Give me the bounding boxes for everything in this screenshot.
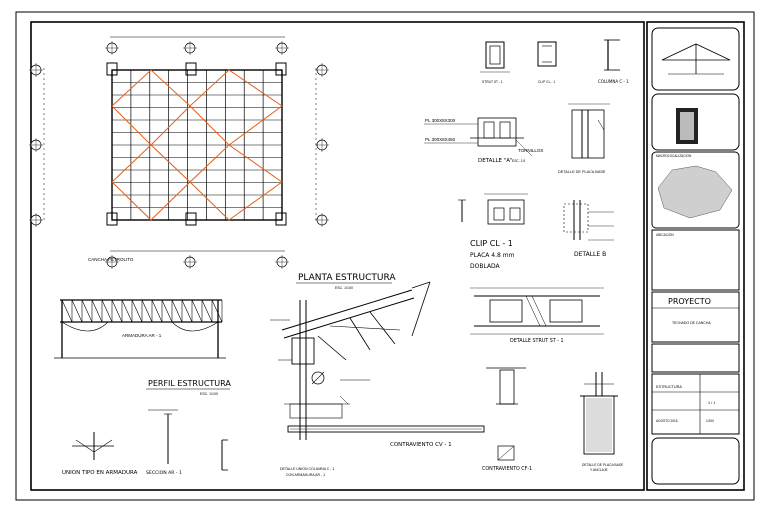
- project-name: TECHADO DE CANCHA: [672, 321, 711, 325]
- title-block-frame: [646, 21, 745, 491]
- strut-detail-label: DETALLE STRUT ST - 1: [510, 338, 564, 344]
- plan-columns: [106, 62, 287, 226]
- small-profile: [221, 439, 228, 471]
- section-ar-label: SECCION AR - 1: [146, 470, 182, 476]
- macro-location-label: MACROLOCALIZACION: [656, 154, 692, 158]
- plan-caption: CANCHA PETROLITO: [88, 257, 134, 262]
- column-detail-label: DETALLE UNION COLUMNA C - 1: [280, 467, 334, 471]
- union-detail: UNION TIPO EN ARMADURA: [62, 432, 138, 476]
- strut-label: STRUT ST - 1: [482, 80, 503, 84]
- bracing-label: CONTRAVIENTO CV - 1: [390, 442, 452, 448]
- location-label: UBICACION: [656, 233, 674, 237]
- plan-title: PLANTA ESTRUCTURA: [298, 273, 396, 283]
- outer-border: [15, 11, 755, 501]
- elevation-truss: ARMADURA AR - 1: [54, 299, 226, 359]
- clip-title: CLIP CL - 1: [470, 239, 513, 248]
- plan-structure: CANCHA PETROLITO: [29, 36, 329, 269]
- section-ar: SECCION AR - 1: [146, 409, 182, 476]
- elevation-title: PERFIL ESTRUCTURA: [148, 379, 231, 388]
- section-strut: STRUT ST - 1: [480, 41, 510, 84]
- union-label: UNION TIPO EN ARMADURA: [62, 470, 138, 476]
- plate1-label: PL 300X8X300: [425, 118, 456, 123]
- scale-value: 1/100: [706, 419, 714, 423]
- bracing-anchor-detail: CONTRAVIENTO CF-1: [482, 367, 532, 472]
- bracing-bar: CONTRAVIENTO CV - 1 DETALLE UNION COLUMN…: [280, 425, 485, 477]
- sheet-label: ESTRUCTURA: [656, 385, 682, 389]
- bracing-anchor-label: CONTRAVIENTO CF-1: [482, 466, 532, 472]
- detail-a-title: DETALLE "A": [478, 158, 513, 164]
- clip-plate: PLACA 4.8 mm: [470, 252, 515, 259]
- bracing-lines: [111, 69, 283, 221]
- bolts-label: TORNILLOS: [518, 148, 543, 153]
- drawing-frame: [30, 21, 645, 491]
- column-label: COLUMNA C - 1: [598, 79, 629, 84]
- section-column: COLUMNA C - 1: [598, 39, 629, 84]
- project-label: PROYECTO: [668, 297, 711, 306]
- base-detail-label2: Y ANCLAJE: [590, 468, 609, 472]
- plate2-label: PL 300X8X450: [425, 137, 456, 142]
- date-value: AGOSTO 2016: [656, 419, 678, 423]
- base-anchor-detail: DETALLE DE PLACA BASE Y ANCLAJE: [580, 372, 624, 472]
- strut-detail: DETALLE STRUT ST - 1: [470, 287, 604, 344]
- base-plate-label: DETALLE DE PLACA BASE: [558, 170, 606, 174]
- base-detail-label: DETALLE DE PLACA BASE: [582, 463, 624, 467]
- elevation-note: ARMADURA AR - 1: [122, 333, 162, 338]
- column-detail-label2: CON ARMADURA AR - 1: [286, 473, 325, 477]
- section-clip: CLIP CL - 1: [537, 41, 557, 84]
- clip-detail: CLIP CL - 1 PLACA 4.8 mm DOBLADA: [458, 193, 528, 270]
- detail-a-scale: ESC. 1:5: [512, 159, 525, 163]
- title-block: [651, 27, 740, 485]
- elevation-scale: ESC. 1/100: [200, 392, 218, 396]
- detail-b-title: DETALLE B: [574, 251, 606, 258]
- sheet-number: 1 / 1: [708, 401, 715, 405]
- detail-b: DETALLE B: [563, 200, 614, 258]
- clip-bent: DOBLADA: [470, 263, 501, 270]
- base-plate-detail: DETALLE DE PLACA BASE: [558, 103, 610, 174]
- roof-connection-detail: [270, 281, 431, 440]
- clip-section-label: CLIP CL - 1: [538, 80, 555, 84]
- plan-scale: ESC. 1/100: [335, 286, 353, 290]
- detail-a: PL 300X8X300 PL 300X8X450 TORNILLOS DETA…: [424, 117, 543, 164]
